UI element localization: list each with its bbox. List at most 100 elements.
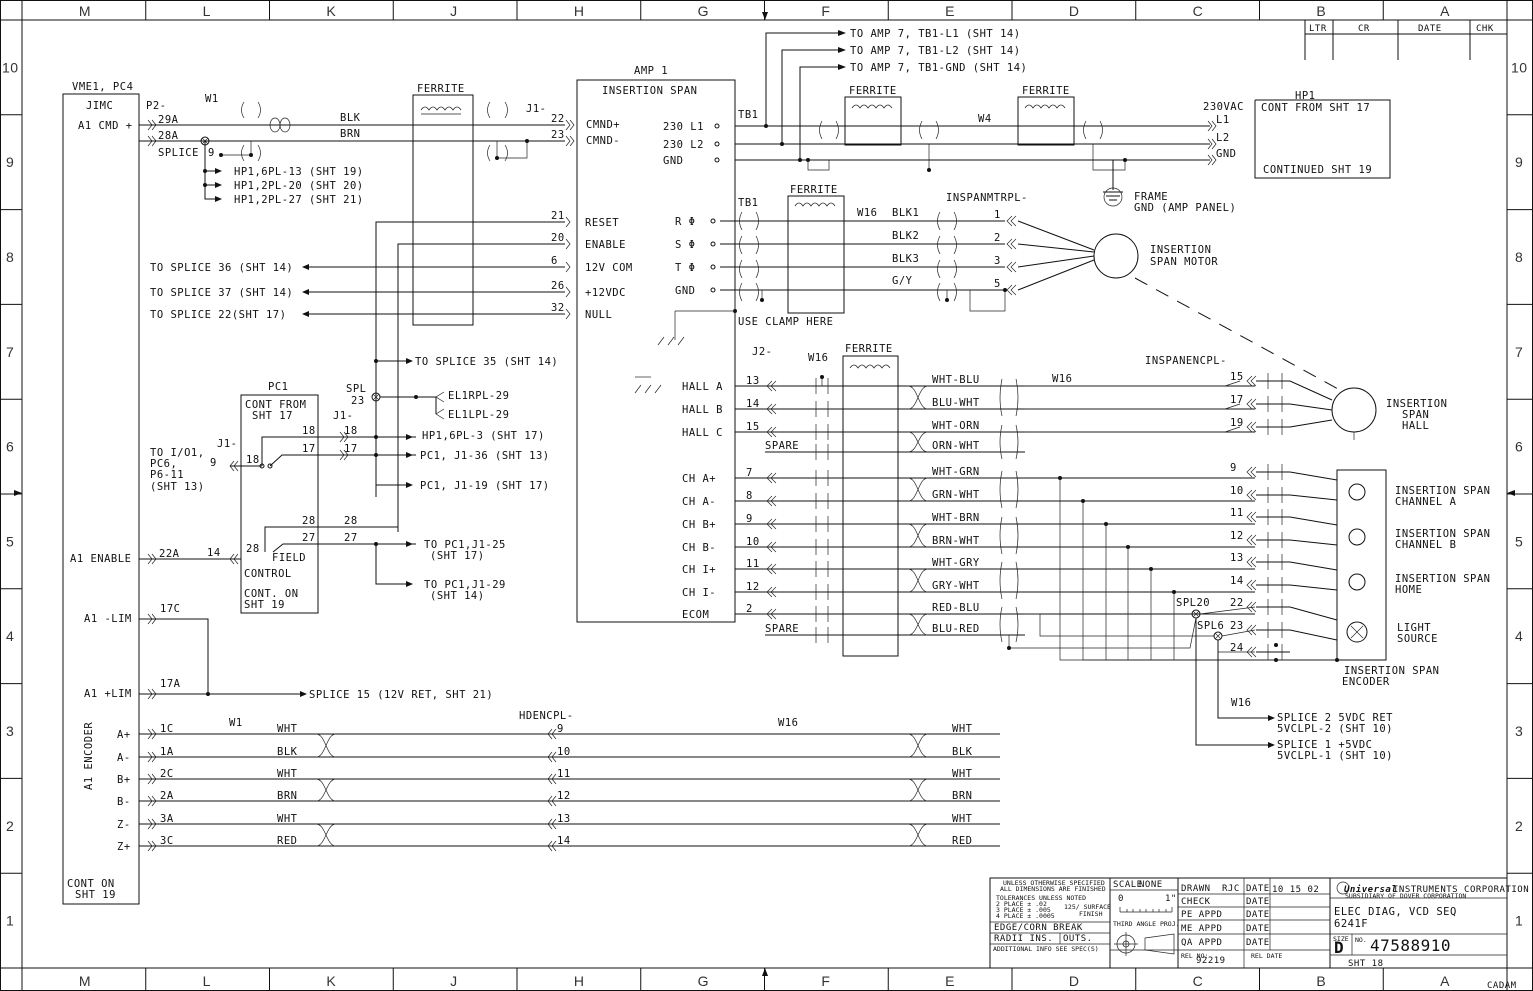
label-p2: P2-	[146, 100, 166, 112]
power-motor-section: TB1 FERRITE FERRITE W4 FRAME GND (AMP PA…	[657, 85, 1391, 391]
ref-pc1-19: PC1, J1-19 (SHT 17)	[420, 480, 550, 492]
frame-label: FRAME	[1134, 191, 1168, 203]
tb-outs: OUTS.	[1063, 934, 1093, 944]
ref-hp1-3: HP1,6PL-3 (SHT 17)	[422, 430, 545, 442]
vme-enc-pin-0: A+	[117, 729, 131, 741]
pair-color-1: BLU-WHT	[932, 397, 980, 409]
revision-block: LTR CR DATE CHK	[1304, 19, 1508, 60]
zone-col-bottom-L: L	[203, 973, 211, 989]
wire-w16-bottom: W16	[778, 717, 798, 729]
enc-pin-12: 12	[1230, 530, 1244, 542]
label-spl: SPL	[346, 383, 366, 395]
ref-vcl1: 5VCLPL-1 (SHT 10)	[1277, 750, 1393, 762]
wire-brn: BRN	[340, 128, 360, 140]
hall-label-2: SPAN	[1402, 409, 1429, 421]
enc-color-left-3: BRN	[277, 790, 297, 802]
ref-pc1-36: PC1, J1-36 (SHT 13)	[420, 450, 550, 462]
cmd-wiring: P2- W1 29A 28A SPLICE 9 HP1,6PL-13 (SHT …	[139, 83, 575, 326]
zone-col-bottom-A: A	[1440, 973, 1450, 989]
amp1-cmnd-p: CMND+	[586, 119, 620, 131]
tb-drawn: DRAWN	[1181, 884, 1211, 894]
ref-pc6: PC6,	[150, 458, 177, 470]
pc1-section: TO SPLICE 35 (SHT 14) SPL 23 EL1RPL-29 E…	[139, 356, 558, 701]
j2-pin-15: 15	[746, 421, 760, 433]
ref-amp7-l1: TO AMP 7, TB1-L1 (SHT 14)	[850, 28, 1021, 40]
ref-el1lpl: EL1LPL-29	[448, 409, 509, 421]
home-label-2: HOME	[1395, 584, 1422, 596]
amp-pwr-0: 230 L1	[663, 121, 704, 133]
motor-pin-5: 5	[994, 278, 1001, 290]
j2-pin-12: 12	[746, 581, 760, 593]
enc-pin-23: 23	[1230, 620, 1244, 632]
ref-splice-15: SPLICE 15 (12V RET, SHT 21)	[309, 689, 493, 701]
zone-col-top-B: B	[1316, 3, 1326, 19]
ref-splice2: SPLICE 2 5VDC RET	[1277, 712, 1393, 724]
pin-29a: 29A	[158, 114, 179, 126]
zone-col-bottom-F: F	[821, 973, 830, 989]
tb-dims: ALL DIMENSIONS ARE FINISHED	[1000, 885, 1106, 893]
zone-row-left-9: 9	[6, 154, 14, 170]
pair-color-5: GRN-WHT	[932, 489, 980, 501]
enc-color-right-2: WHT	[952, 768, 973, 780]
vme-enc-pin-1: A-	[117, 752, 131, 764]
zone-col-bottom-D: D	[1069, 973, 1080, 989]
hp1-l1: L1	[1216, 114, 1230, 126]
vme-a1-nlim: A1 -LIM	[84, 613, 132, 625]
enc-color-right-4: WHT	[952, 813, 973, 825]
amp1-title: AMP 1	[634, 65, 668, 77]
tb-ruler0: 0	[1118, 894, 1124, 904]
hall-label-1: INSERTION	[1386, 398, 1447, 410]
pc1-sht17: SHT 17	[252, 410, 293, 422]
zone-row-left-8: 8	[6, 249, 14, 265]
amp-pin-20: 20	[551, 232, 565, 244]
tb-cadam: CADAM	[1487, 981, 1517, 991]
zone-col-top-C: C	[1193, 3, 1204, 19]
vme-encoder-label: A1 ENCODER	[83, 722, 95, 790]
zone-col-top-M: M	[79, 3, 91, 19]
enc-color-right-3: BRN	[952, 790, 972, 802]
pin-28-pc1: 28	[246, 543, 260, 555]
amp-sig-3: +12VDC	[585, 287, 626, 299]
amp-ch-6: ECOM	[682, 609, 709, 621]
label-w1: W1	[205, 93, 219, 105]
zone-row-right-1: 1	[1515, 913, 1523, 929]
splice-num: 9	[208, 147, 215, 159]
zone-col-top-J: J	[450, 3, 458, 19]
chb-label-2: CHANNEL B	[1395, 539, 1456, 551]
ref-io1: TO I/O1,	[150, 447, 205, 459]
enc-left-pin-1: 1A	[160, 746, 174, 758]
vme-jimc: JIMC	[86, 100, 113, 112]
vme1-pc4-board: VME1, PC4 JIMC A1 CMD + A1 ENABLE A1 -LI…	[62, 81, 140, 905]
tb-rel-no: REL NO:	[1181, 952, 1208, 960]
tb1-mid: TB1	[738, 197, 758, 209]
zone-row-right-10: 10	[1511, 59, 1528, 75]
tb-third-angle: THIRD ANGLE PROJ.	[1113, 920, 1180, 928]
amp-pin-21: 21	[551, 210, 565, 222]
encoder-label-2: ENCODER	[1342, 676, 1390, 688]
vme-title: VME1, PC4	[72, 81, 133, 93]
tb-me: ME APPD	[1181, 924, 1222, 934]
pc1-cont-on: CONT. ON	[244, 588, 299, 600]
pair-color-4: WHT-GRN	[932, 466, 980, 478]
pair-color-0: WHT-BLU	[932, 374, 980, 386]
j2-pin-11: 11	[746, 558, 760, 570]
tb-number: 47588910	[1370, 936, 1451, 955]
tb-check: CHECK	[1181, 897, 1211, 907]
j2-pin-13: 13	[746, 375, 760, 387]
j2-pin-8: 8	[746, 490, 753, 502]
enc-pin-14: 14	[1230, 575, 1244, 587]
amp-pin-32: 32	[551, 302, 565, 314]
rev-ltr: LTR	[1309, 24, 1327, 34]
hall-label-3: HALL	[1402, 420, 1429, 432]
amp-ch-3: CH B-	[682, 542, 716, 554]
enc-pin-19: 19	[1230, 417, 1244, 429]
zone-row-right-7: 7	[1515, 344, 1523, 360]
pair-color-10: RED-BLU	[932, 602, 980, 614]
zone-row-left-3: 3	[6, 723, 14, 739]
encoder-label-1: INSERTION SPAN	[1344, 665, 1440, 677]
enc-color-right-5: RED	[952, 835, 972, 847]
motor-pin-3: 3	[994, 255, 1001, 267]
zone-row-right-9: 9	[1515, 154, 1523, 170]
zone-row-left-10: 10	[2, 59, 19, 75]
